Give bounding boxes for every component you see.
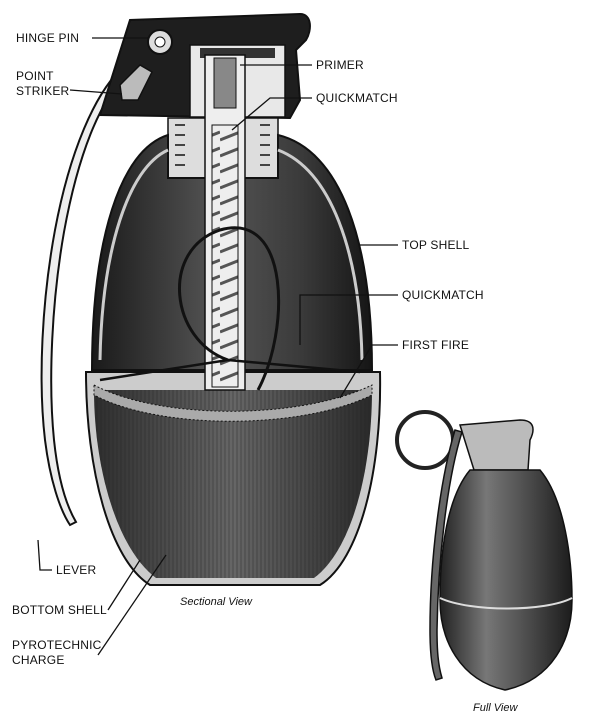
quickmatch-loop — [178, 226, 281, 391]
full-view-lever — [429, 429, 463, 681]
label-primer: PRIMER — [316, 58, 364, 72]
full-view — [395, 410, 573, 691]
pull-ring — [395, 410, 455, 470]
point-striker — [119, 64, 153, 101]
primer — [213, 57, 237, 109]
label-pyrotechnic: PYROTECHNIC — [12, 638, 102, 652]
label-point: POINT — [16, 69, 54, 83]
label-bottom-shell: BOTTOM SHELL — [12, 603, 107, 617]
label-top-shell: TOP SHELL — [402, 238, 470, 252]
label-charge: CHARGE — [12, 653, 65, 667]
lever — [40, 68, 128, 527]
caption-full-view: Full View — [473, 702, 518, 714]
first-fire — [93, 384, 373, 422]
sectional-view — [37, 12, 398, 656]
label-lever: LEVER — [56, 563, 97, 577]
label-hinge-pin: HINGE PIN — [16, 31, 80, 45]
caption-sectional-view: Sectional View — [180, 596, 252, 608]
label-quickmatch-top: QUICKMATCH — [316, 91, 398, 105]
fuze-tube — [204, 54, 246, 391]
full-view-shell — [439, 469, 573, 691]
leader-lines — [37, 37, 398, 656]
full-view-fuze — [459, 419, 534, 471]
label-quickmatch-mid: QUICKMATCH — [402, 288, 484, 302]
label-first-fire: FIRST FIRE — [402, 338, 470, 352]
label-striker: STRIKER — [16, 84, 70, 98]
